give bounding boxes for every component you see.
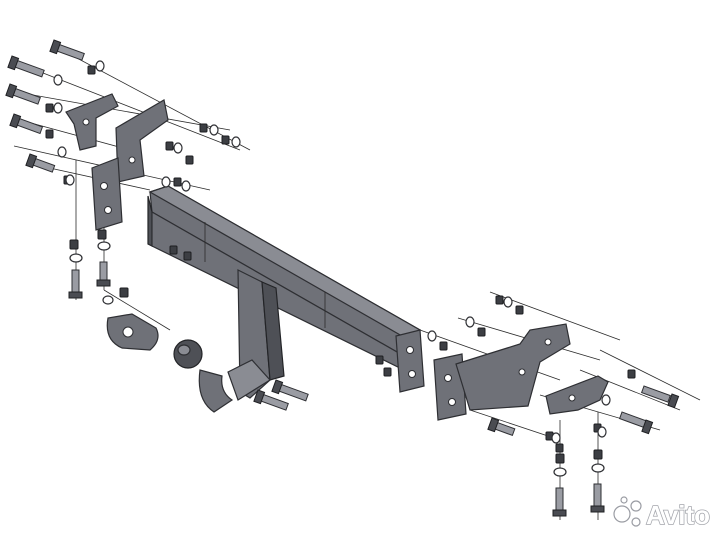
bolt-hitch-2	[253, 389, 289, 411]
nut	[87, 65, 96, 75]
washer	[601, 394, 611, 406]
nut	[593, 449, 603, 460]
washer	[161, 176, 171, 188]
washer	[95, 60, 105, 72]
right-side-bracket-small	[545, 375, 609, 415]
nut	[199, 123, 208, 133]
left-mount-plate	[91, 157, 123, 231]
washer	[597, 426, 607, 438]
washer	[57, 146, 67, 158]
nut	[477, 327, 486, 337]
washer	[97, 241, 111, 251]
washer	[209, 124, 219, 136]
washer	[551, 432, 561, 444]
washer	[102, 295, 114, 305]
washer	[173, 142, 183, 154]
nut	[185, 155, 194, 165]
bolt-right-2	[618, 411, 654, 435]
right-side-bracket-long	[455, 323, 571, 411]
nut	[515, 305, 524, 315]
nut	[383, 367, 392, 377]
nut	[119, 287, 129, 298]
washer	[553, 467, 567, 477]
washer	[65, 174, 75, 186]
bolt-right-3	[487, 417, 516, 437]
assembly-guide-lines	[13, 47, 701, 520]
bolt-right-1	[640, 385, 680, 409]
nut	[183, 251, 192, 261]
main-cross-beam	[147, 185, 422, 371]
nut	[45, 103, 54, 113]
washer	[69, 253, 83, 263]
bolt-left-2	[7, 55, 45, 78]
washer	[427, 330, 437, 342]
beam-end-plate-right	[395, 329, 425, 393]
watermark-text: Avito	[646, 500, 710, 530]
nut	[173, 177, 182, 187]
bolt-left-1	[49, 39, 85, 61]
nut	[165, 141, 174, 151]
bolt-vertical-left	[68, 269, 83, 299]
left-side-bracket-upper	[65, 93, 119, 151]
nut	[439, 341, 448, 351]
left-side-bracket-long	[115, 99, 169, 183]
bolt-left-4	[9, 113, 44, 135]
nut	[221, 135, 230, 145]
avito-dots-icon	[613, 496, 642, 527]
nut	[45, 129, 54, 139]
bolt-group	[5, 39, 680, 517]
bolt-vertical-mid	[96, 261, 111, 287]
nut-washer-group	[45, 60, 636, 477]
bolt-vertical-right-2	[590, 483, 605, 513]
washer	[465, 316, 475, 328]
nut	[169, 245, 178, 255]
washer	[503, 296, 513, 308]
bolt-vertical-right-1	[552, 487, 567, 517]
washer	[231, 136, 241, 148]
washer	[181, 180, 191, 192]
socket-bracket	[106, 313, 159, 351]
tow-ball-neck	[173, 269, 285, 413]
nut	[627, 369, 636, 379]
nut	[555, 453, 565, 464]
nut	[495, 295, 504, 305]
nut	[69, 239, 79, 250]
nut	[97, 229, 107, 240]
washer	[53, 74, 63, 86]
bolt-left-5	[25, 153, 56, 173]
nut	[555, 443, 564, 453]
avito-watermark: Avito	[613, 496, 711, 531]
washer	[591, 463, 605, 473]
nut	[375, 355, 384, 365]
bolt-left-3	[5, 83, 41, 105]
washer	[53, 102, 63, 114]
bolt-hitch-1	[271, 379, 309, 402]
